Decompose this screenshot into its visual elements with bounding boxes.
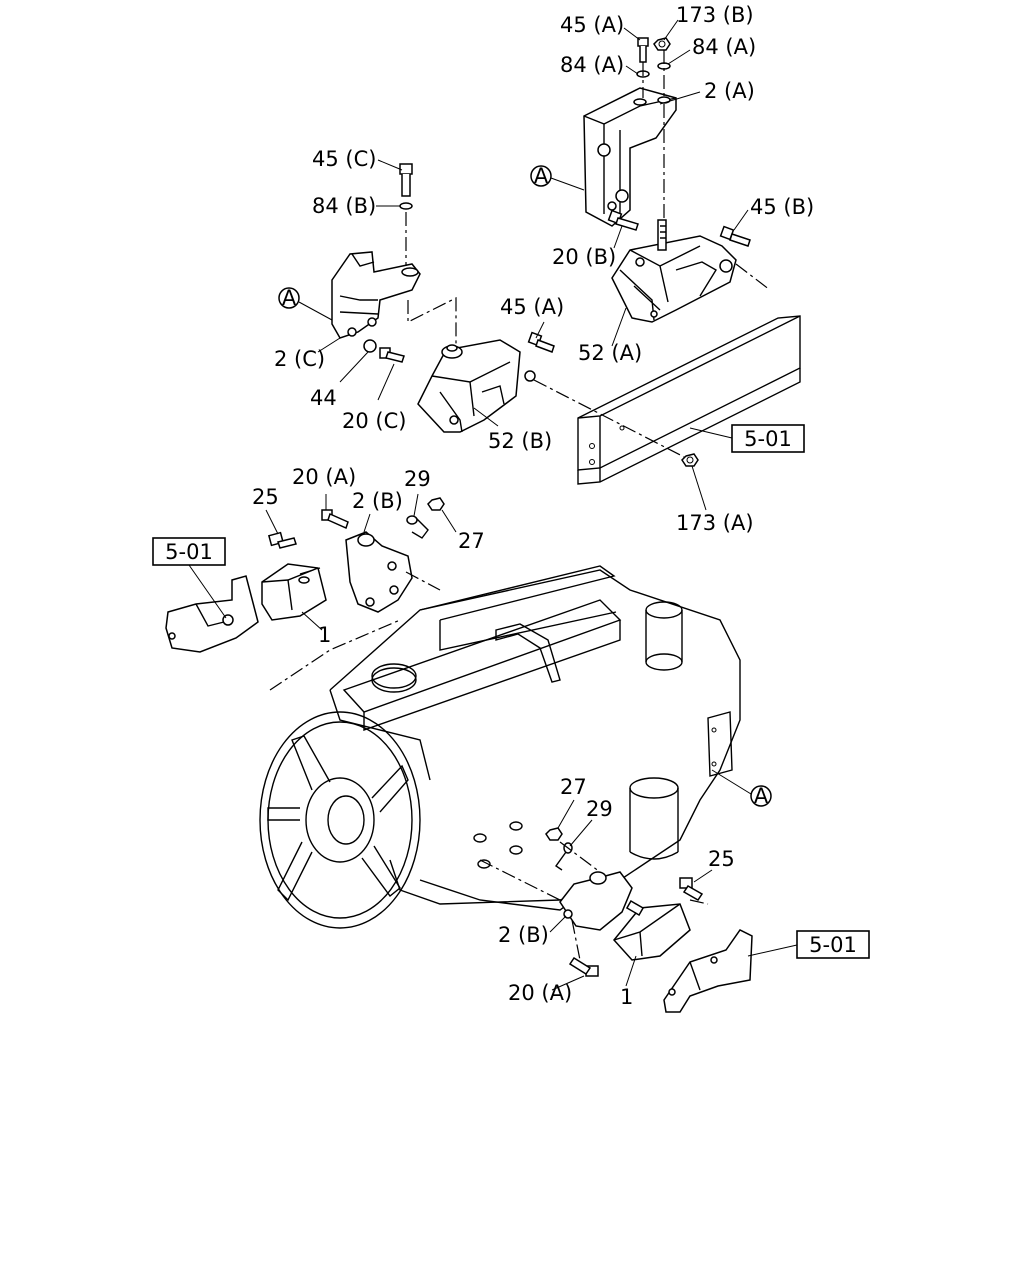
callout-a-engine: A [711, 769, 772, 808]
label-2c: 2 (C) [274, 347, 325, 371]
bolt-20a-upper [321, 509, 349, 530]
part-labels: 45 (A) 173 (B) 84 (A) 84 (A) 2 (A) 45 (C… [252, 3, 814, 1009]
mount-1-upper [261, 563, 327, 621]
ref-box-lower: 5-01 [747, 930, 870, 959]
callout-a-top: A [530, 164, 585, 191]
label-2a: 2 (A) [704, 79, 755, 103]
nut-27-upper [427, 497, 445, 511]
callout-a-left-label: A [282, 286, 297, 310]
washer-44 [363, 339, 377, 353]
label-173a: 173 (A) [676, 511, 754, 535]
ref-box-left-label: 5-01 [165, 540, 213, 564]
label-84a-right: 84 (A) [692, 35, 756, 59]
label-84b: 84 (B) [312, 194, 376, 218]
mount-52a [611, 219, 737, 323]
label-52b: 52 (B) [488, 429, 552, 453]
label-20a-upper: 20 (A) [292, 465, 356, 489]
bolt-45b [719, 225, 751, 247]
label-29-upper: 29 [404, 467, 431, 491]
label-25-lower: 25 [708, 847, 735, 871]
ref-box-left: 5-01 [152, 537, 227, 619]
label-20b: 20 (B) [552, 245, 616, 269]
ref-box-lower-label: 5-01 [809, 933, 857, 957]
bolt-45c [399, 163, 413, 197]
mount-52b [417, 339, 536, 433]
label-25-upper: 25 [252, 485, 279, 509]
label-20a-lower: 20 (A) [508, 981, 572, 1005]
label-1-lower: 1 [620, 985, 633, 1009]
label-2b-lower: 2 (B) [498, 923, 549, 947]
label-45a-mid: 45 (A) [500, 295, 564, 319]
label-45a-top: 45 (A) [560, 13, 624, 37]
label-2b-upper: 2 (B) [352, 489, 403, 513]
bolt-25-upper [267, 531, 297, 549]
nut-173b [653, 37, 671, 51]
label-27-upper: 27 [458, 529, 485, 553]
label-29-lower: 29 [586, 797, 613, 821]
bolt-20a-lower [568, 956, 599, 977]
callout-a-top-label: A [534, 164, 549, 188]
bracket-2a [583, 87, 677, 227]
bracket-2b-upper [345, 531, 413, 613]
bolt-45a-mid [527, 331, 555, 353]
callout-a-left: A [278, 286, 333, 321]
bracket-5-01-left [165, 575, 259, 653]
ref-box-right-label: 5-01 [744, 427, 792, 451]
label-27-lower: 27 [560, 775, 587, 799]
label-52a: 52 (A) [578, 341, 642, 365]
frame-rail [577, 315, 801, 485]
callout-a-engine-label: A [754, 784, 769, 808]
bracket-5-01-lower [663, 929, 753, 1013]
mount-1-lower [613, 900, 691, 961]
bolt-20c [379, 347, 405, 363]
washer-84b [399, 202, 413, 210]
label-20c: 20 (C) [342, 409, 406, 433]
label-45c: 45 (C) [312, 147, 376, 171]
engine-assembly [259, 565, 741, 929]
label-173b: 173 (B) [676, 3, 754, 27]
nut-173a [681, 453, 699, 467]
nut-27-lower [545, 827, 563, 841]
label-44: 44 [310, 386, 337, 410]
leader-lines [265, 19, 749, 991]
bolt-45a-top [637, 37, 649, 63]
bracket-2c [331, 251, 421, 339]
ref-box-right: 5-01 [689, 424, 805, 453]
label-45b: 45 (B) [750, 195, 814, 219]
bolt-20b [607, 209, 639, 231]
bracket-2b-lower [559, 871, 633, 931]
bolt-25-lower [679, 877, 704, 901]
spring-29-lower [555, 842, 573, 871]
label-1-upper: 1 [318, 623, 331, 647]
spring-29-upper [406, 515, 429, 539]
label-84a-left: 84 (A) [560, 53, 624, 77]
